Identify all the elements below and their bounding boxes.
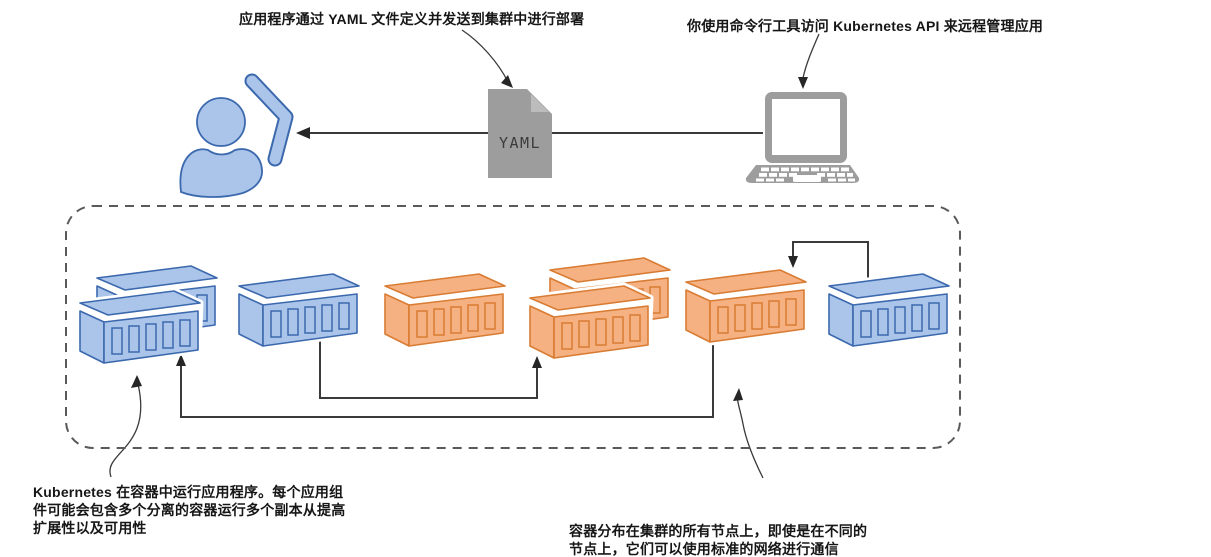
cluster-boundary: [65, 205, 961, 449]
yaml-document-label: YAML: [499, 134, 541, 152]
container-orange: [530, 286, 650, 358]
laptop-keyboard: [756, 167, 855, 182]
annotation-top-left: 应用程序通过 YAML 文件定义并发送到集群中进行部署: [239, 11, 585, 27]
container-blue: [80, 291, 200, 363]
connector-container5-to-container1: [176, 342, 714, 418]
container-orange: [385, 274, 505, 346]
containers-layer: [80, 258, 949, 363]
annotation-bottom-left: Kubernetes 在容器中运行应用程序。每个应用组件可能会包含多个分离的容器…: [33, 484, 346, 536]
container-blue: [829, 274, 949, 346]
annotation-arrow-nodes: [733, 388, 764, 479]
connector-container2-to-container4: [319, 336, 542, 399]
laptop-touchpad: [793, 175, 821, 182]
laptop-icon: [745, 92, 860, 183]
annotation-arrow-yaml: [461, 29, 513, 88]
yaml-document-icon: YAML: [488, 89, 552, 178]
container-blue: [239, 274, 359, 346]
annotation-arrow-containers: [109, 375, 142, 478]
annotation-top-right: 你使用命令行工具访问 Kubernetes API 来远程管理应用: [687, 18, 1044, 34]
annotation-bottom-right: 容器分布在集群的所有节点上，即使是在不同的节点上，它们可以使用标准的网络进行通信: [569, 523, 868, 557]
user-icon: [179, 73, 294, 198]
container-orange: [686, 270, 806, 342]
annotation-arrow-laptop: [798, 33, 820, 89]
connector-container6-to-container5: [788, 241, 869, 281]
